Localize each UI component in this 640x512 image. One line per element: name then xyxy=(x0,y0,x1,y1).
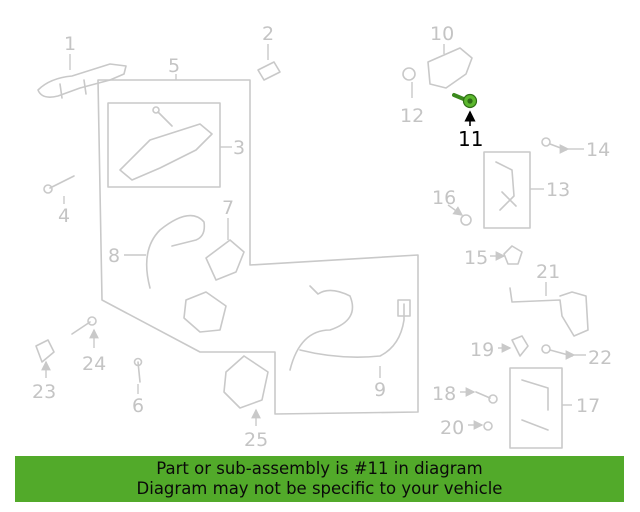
part-12-nut xyxy=(402,67,416,81)
callout-6: 6 xyxy=(132,395,144,417)
callout-21: 21 xyxy=(536,261,560,283)
callout-2: 2 xyxy=(262,23,274,45)
handle-inset-box xyxy=(107,102,221,188)
part-8-cable xyxy=(145,214,206,289)
callout-24: 24 xyxy=(82,353,106,375)
callout-16: 16 xyxy=(432,187,456,209)
banner-line-disclaimer: Diagram may not be specific to your vehi… xyxy=(136,479,503,498)
callout-11-highlighted: 11 xyxy=(458,127,483,151)
part-2-cap xyxy=(257,61,281,81)
callout-25: 25 xyxy=(244,429,268,451)
part-11-bolt-highlighted xyxy=(452,93,478,109)
info-banner: Part or sub-assembly is #11 in diagram D… xyxy=(15,456,624,502)
latch-block xyxy=(183,291,227,333)
callout-18: 18 xyxy=(432,383,456,405)
part-10-hinge-bracket xyxy=(427,47,473,89)
part-6-screw xyxy=(133,357,143,383)
part-4-screw xyxy=(43,175,75,194)
part-23-clip xyxy=(35,339,55,363)
part-18-bolt xyxy=(475,391,498,404)
exploded-parts-diagram: 1 2 3 4 5 6 7 8 9 10 11 12 13 14 15 16 1… xyxy=(32,23,612,451)
callout-7: 7 xyxy=(222,197,234,219)
banner-line-part-number: Part or sub-assembly is #11 in diagram xyxy=(156,459,483,478)
part-24-bolt xyxy=(71,316,97,335)
callout-4: 4 xyxy=(58,205,70,227)
callout-13: 13 xyxy=(546,179,570,201)
part-25-actuator xyxy=(223,355,269,409)
leader-lines xyxy=(41,44,586,430)
part-19-pin xyxy=(511,335,529,357)
part-14-bolt xyxy=(541,137,567,151)
callout-20: 20 xyxy=(440,417,464,439)
part-22-bolt xyxy=(541,344,573,357)
part-3-handle-bracket xyxy=(119,106,213,181)
part-15-clip xyxy=(503,245,523,265)
callout-19: 19 xyxy=(470,339,494,361)
callout-15: 15 xyxy=(464,247,488,269)
part-21-door-check xyxy=(509,287,589,337)
callout-12: 12 xyxy=(400,105,424,127)
callout-14: 14 xyxy=(586,139,610,161)
part-13-hinge-plate xyxy=(483,151,531,229)
callout-3: 3 xyxy=(233,137,245,159)
part-16-washer xyxy=(460,214,472,226)
callout-labels: 1 2 3 4 5 6 7 8 9 10 11 12 13 14 15 16 1… xyxy=(32,23,612,451)
part-17-hinge xyxy=(509,367,563,449)
callout-5: 5 xyxy=(168,55,180,77)
callout-23: 23 xyxy=(32,381,56,403)
callout-1: 1 xyxy=(64,33,76,55)
callout-17: 17 xyxy=(576,395,600,417)
part-7-bracket xyxy=(205,239,245,281)
callout-22: 22 xyxy=(588,347,612,369)
part-20-washer xyxy=(483,421,493,431)
part-9-harness xyxy=(289,285,411,371)
callout-8: 8 xyxy=(108,245,120,267)
callout-10: 10 xyxy=(430,23,454,45)
part-1-outside-handle xyxy=(37,63,127,99)
door-module-outline xyxy=(97,79,419,415)
callout-9: 9 xyxy=(374,379,386,401)
